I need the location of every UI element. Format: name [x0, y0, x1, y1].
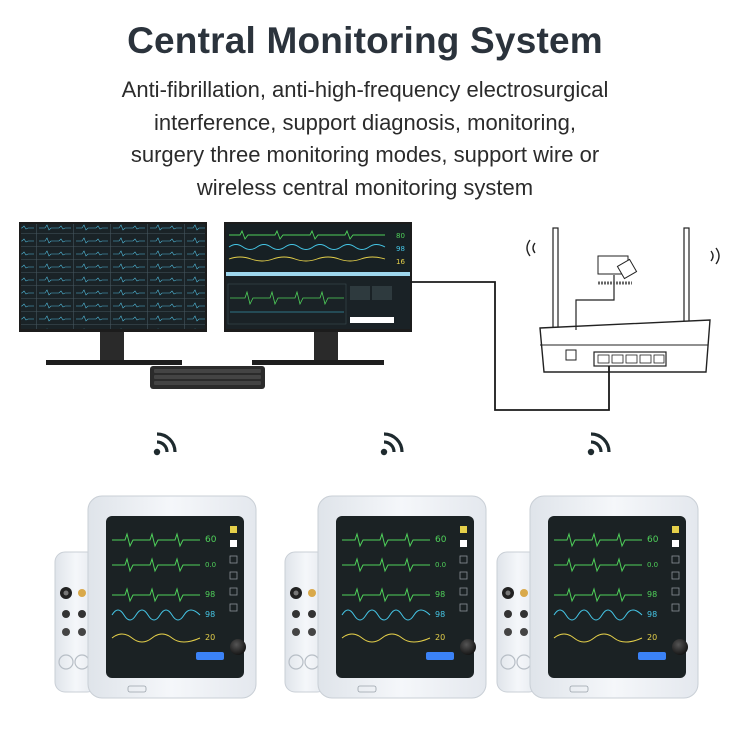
network-cable: [410, 281, 610, 411]
svg-text:98: 98: [205, 610, 215, 619]
wireless-signal-icon: [526, 239, 536, 257]
wireless-signal-icon: [710, 247, 720, 265]
central-display-left: [19, 222, 207, 365]
bedside-monitor: 60 0.0 98 98 20: [54, 495, 257, 699]
subtitle-line: interference, support diagnosis, monitor…: [154, 109, 576, 135]
wireless-signal-icon: [380, 432, 404, 456]
page-title: Central Monitoring System: [127, 20, 603, 61]
subtitle-line: surgery three monitoring modes, support …: [130, 142, 600, 167]
svg-text:16: 16: [396, 258, 405, 266]
bedside-monitor: [284, 495, 487, 699]
svg-text:98: 98: [205, 590, 215, 599]
wireless-signal-icon: [587, 432, 611, 456]
bedside-monitor: [496, 495, 699, 699]
wireless-signal-icon: [153, 432, 177, 456]
page-subtitle: Anti-fibrillation, anti-high-frequency e…: [60, 74, 670, 204]
subtitle-line: Anti-fibrillation, anti-high-frequency e…: [121, 77, 609, 102]
svg-text:20: 20: [205, 633, 215, 642]
svg-text:98: 98: [396, 245, 405, 253]
svg-text:60: 60: [205, 535, 217, 545]
central-display-right: 80 98 16: [224, 222, 412, 365]
power-plug-icon: [597, 255, 638, 285]
subtitle-line: wireless central monitoring system: [196, 174, 534, 200]
svg-text:80: 80: [396, 232, 405, 240]
keyboard-icon: [150, 366, 265, 389]
svg-text:0.0: 0.0: [205, 561, 216, 569]
router-antenna-icon: [539, 227, 711, 373]
